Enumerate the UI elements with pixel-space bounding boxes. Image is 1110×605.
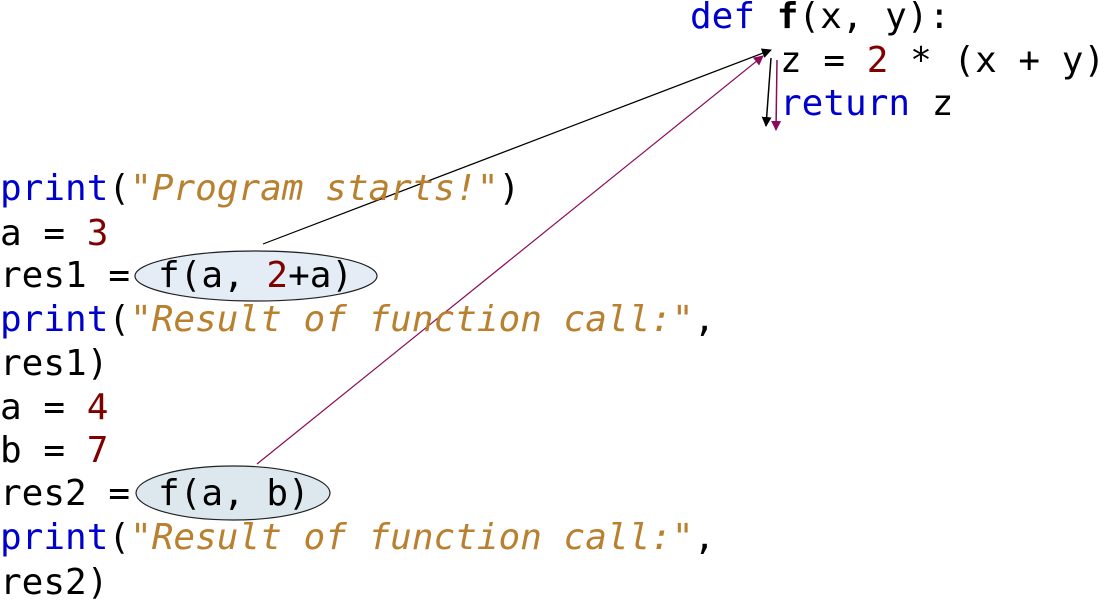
number-literal: 3 [86, 213, 109, 254]
def-line: def f(x, y): [690, 0, 950, 39]
call2-to-function-arrow [256, 55, 764, 465]
code-line-7: b = 7 [0, 429, 108, 473]
res2-arg: res2) [0, 562, 109, 603]
code-line-6: a = 4 [0, 386, 108, 430]
call2-highlight [135, 465, 331, 521]
assign-z-line: z = 2 * (x + y) [780, 39, 1105, 83]
call1-expression: f(a, 2+a) [158, 254, 353, 298]
print-keyword: print [0, 517, 109, 558]
function-flow-arrow-black [761, 57, 772, 127]
code-line-1: print("Program starts!") [0, 167, 520, 211]
assign-res2: res2 = [0, 473, 131, 514]
function-flow-arrow-purple [771, 59, 782, 131]
call1-to-function-arrow [262, 48, 772, 245]
call1-highlight [134, 250, 378, 302]
z-number: 2 [866, 40, 889, 81]
code-line-3: res1 = [0, 254, 130, 298]
code-line-8: res2 = [0, 472, 130, 516]
paren-close: ) [498, 168, 521, 209]
comma: , [693, 299, 716, 340]
assign-b: b = [0, 430, 87, 471]
z-expression: * (x + y) [888, 40, 1106, 81]
assign-a: a = [0, 213, 87, 254]
comma: , [693, 517, 716, 558]
call2-text: f(a, b) [158, 473, 310, 514]
number-literal: 4 [86, 387, 109, 428]
call2-expression: f(a, b) [158, 472, 310, 516]
code-line-4: print("Result of function call:", [0, 298, 715, 342]
code-line-5: res1) [0, 342, 108, 386]
print-keyword: print [0, 168, 109, 209]
code-line-2: a = 3 [0, 212, 108, 256]
string-literal: "Result of function call:" [130, 517, 694, 558]
print-keyword: print [0, 299, 109, 340]
code-line-10: res2) [0, 561, 108, 605]
assign-a: a = [0, 387, 87, 428]
def-keyword: def [690, 0, 756, 37]
function-params: (x, y): [798, 0, 951, 37]
paren-open: ( [108, 517, 131, 558]
res1-arg: res1) [0, 343, 109, 384]
assign-res1: res1 = [0, 255, 131, 296]
paren-open: ( [108, 299, 131, 340]
number-literal: 7 [86, 430, 109, 471]
code-line-9: print("Result of function call:", [0, 516, 715, 560]
call1-pre: f(a, [158, 255, 267, 296]
return-variable: z [910, 83, 954, 124]
call1-post: +a) [288, 255, 354, 296]
return-keyword: return [780, 83, 911, 124]
paren-open: ( [108, 168, 131, 209]
string-literal: "Program starts!" [130, 168, 499, 209]
z-assign: z = [780, 40, 867, 81]
return-line: return z [780, 82, 953, 126]
string-literal: "Result of function call:" [130, 299, 694, 340]
call1-number: 2 [266, 255, 289, 296]
function-name: f [776, 0, 799, 37]
